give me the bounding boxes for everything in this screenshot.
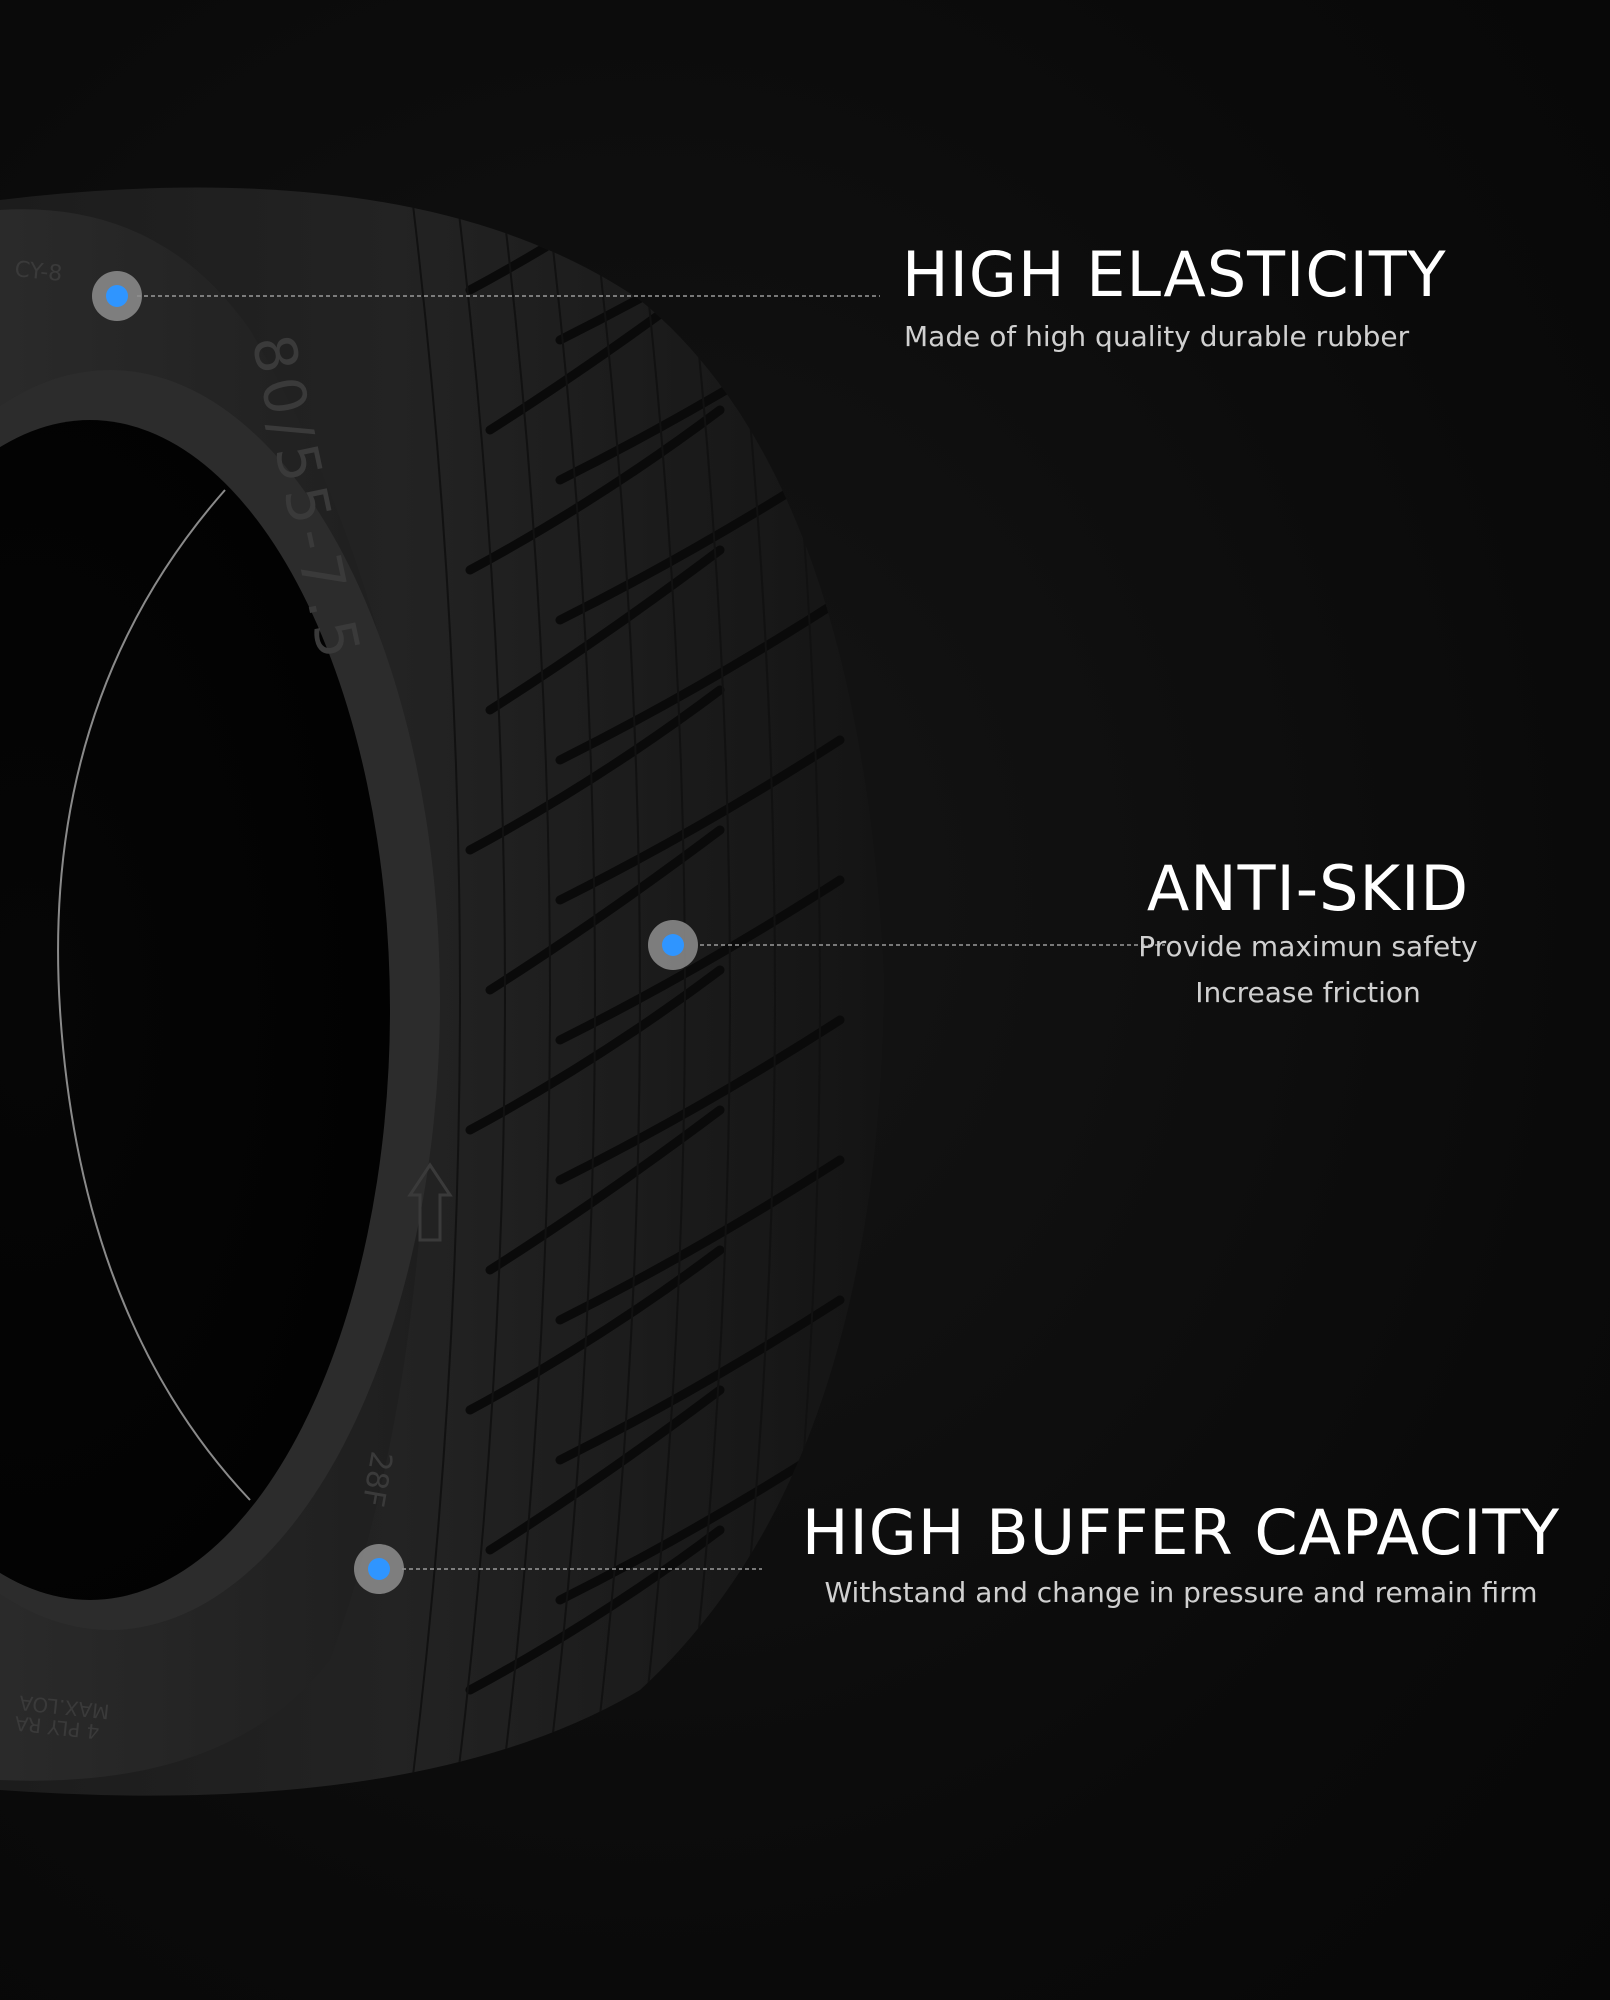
tread-groove xyxy=(485,1105,845,1325)
tread-groove xyxy=(465,1245,845,1465)
tread-sipe-line xyxy=(409,187,461,1796)
rim-highlight-line xyxy=(57,489,251,1501)
marker-buffer xyxy=(354,1544,404,1594)
rotation-direction-arrow xyxy=(407,1162,453,1242)
feature-anti-skid: ANTI-SKID Provide maximun safety Increas… xyxy=(1058,858,1558,1012)
feature-description-line-2: Increase friction xyxy=(1195,976,1421,1009)
feature-title: HIGH BUFFER CAPACITY xyxy=(801,1496,1561,1569)
feature-description-line-1: Provide maximun safety xyxy=(1138,930,1478,963)
feature-high-elasticity: HIGH ELASTICITY Made of high quality dur… xyxy=(902,244,1447,356)
marker-antiskid xyxy=(648,920,698,970)
tread-sipe-line xyxy=(589,187,641,1796)
tire-rim-hole xyxy=(0,420,390,1600)
feature-description: Withstand and change in pressure and rem… xyxy=(824,1576,1538,1609)
feature-description: Made of high quality durable rubber xyxy=(904,320,1410,353)
marker-elasticity xyxy=(92,271,142,321)
feature-title: ANTI-SKID xyxy=(1146,852,1470,925)
tread-sipe-line xyxy=(499,187,551,1796)
feature-high-buffer-capacity: HIGH BUFFER CAPACITY Withstand and chang… xyxy=(776,1502,1586,1612)
tread-groove xyxy=(485,825,845,1045)
tread-sipe-line xyxy=(454,187,506,1796)
feature-title: HIGH ELASTICITY xyxy=(902,238,1447,311)
tread-sipe-line xyxy=(634,187,686,1796)
tread-sipe-line xyxy=(679,187,731,1796)
tread-groove xyxy=(485,545,845,765)
tread-sipe-line xyxy=(544,187,596,1796)
tire-model-marking: CY-8 xyxy=(13,257,63,287)
